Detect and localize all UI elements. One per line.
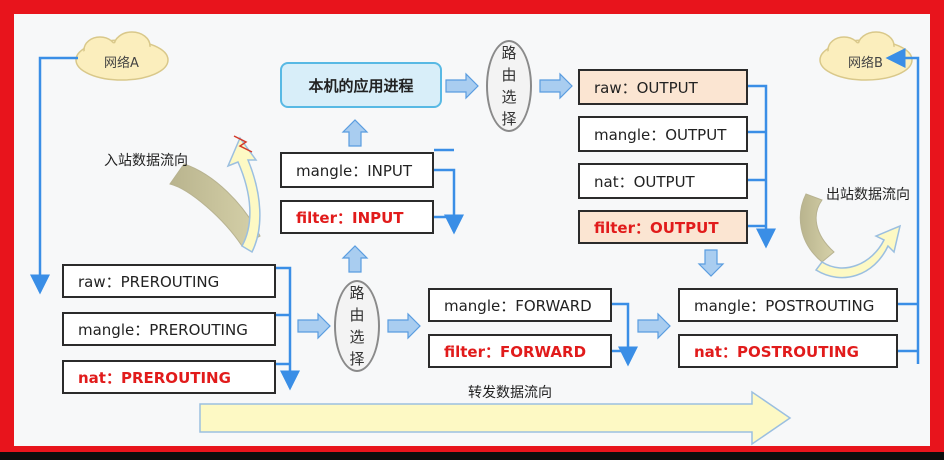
chain-filter-input: filter：INPUT: [280, 200, 434, 234]
chain-nat-output: nat：OUTPUT: [578, 163, 748, 199]
input-bracket: [434, 148, 464, 235]
chain-mangle-prerouting: mangle：PREROUTING: [62, 312, 276, 346]
prerouting-bracket: [276, 266, 300, 391]
outbound-curve-arrow: [799, 193, 902, 279]
chain-mangle-output: mangle：OUTPUT: [578, 116, 748, 152]
cloud-label-network-b: 网络B: [848, 56, 883, 71]
block-arrows: [297, 72, 725, 340]
output-bracket: [748, 84, 776, 249]
outbound-flow-label: 出站数据流向: [826, 187, 910, 203]
cloud-network-a: [75, 31, 169, 81]
chain-nat-postrouting: nat：POSTROUTING: [678, 334, 898, 368]
inbound-flow-label: 入站数据流向: [104, 153, 188, 169]
chain-mangle-forward: mangle：FORWARD: [428, 288, 612, 322]
forward-wide-arrow: [199, 390, 792, 446]
forward-flow-label: 转发数据流向: [468, 385, 552, 401]
local-app-process: 本机的应用进程: [280, 62, 442, 108]
chain-raw-output: raw：OUTPUT: [578, 69, 748, 105]
iptables-flow-diagram: 网络A 网络B 入站数据流向 出站数据流向 转发数据流向 本机的应用进程 路由选…: [14, 14, 930, 446]
chain-filter-output: filter：OUTPUT: [578, 210, 748, 244]
chain-nat-prerouting: nat：PREROUTING: [62, 360, 276, 394]
cloud-network-b: [819, 31, 913, 81]
inbound-curve-arrow: [169, 136, 261, 254]
postrouting-bracket: [885, 48, 920, 364]
chain-filter-forward: filter：FORWARD: [428, 334, 612, 368]
inbound-line: [30, 56, 78, 295]
forward-bracket: [612, 302, 638, 367]
chain-mangle-input: mangle：INPUT: [280, 152, 434, 188]
frame-bottom-bar: [0, 452, 944, 460]
routing-decision-top: 路由选择: [486, 40, 532, 132]
cloud-label-network-a: 网络A: [104, 56, 139, 71]
chain-mangle-postrouting: mangle：POSTROUTING: [678, 288, 898, 322]
connector-layer: [30, 31, 920, 446]
spark-icon: [233, 135, 253, 153]
chain-raw-prerouting: raw：PREROUTING: [62, 264, 276, 298]
routing-decision-bottom: 路由选择: [334, 280, 380, 372]
